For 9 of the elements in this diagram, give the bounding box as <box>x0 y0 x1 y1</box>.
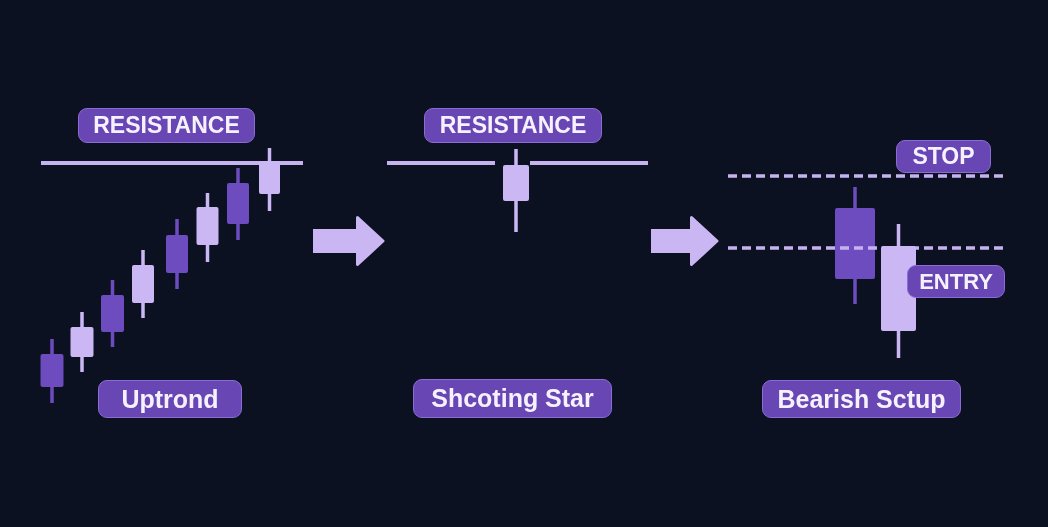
flow-arrow <box>313 216 385 266</box>
price-level-tag: ENTRY <box>907 265 1005 298</box>
pattern-caption: Bearish Sctup <box>762 380 961 418</box>
flow-arrow <box>651 216 719 266</box>
price-level-tag: RESISTANCE <box>78 108 255 143</box>
price-level-tag: RESISTANCE <box>424 108 602 143</box>
pattern-caption: Uptrond <box>98 380 242 418</box>
price-level-tag: STOP <box>896 140 991 173</box>
pattern-caption: Shcoting Star <box>413 379 612 418</box>
